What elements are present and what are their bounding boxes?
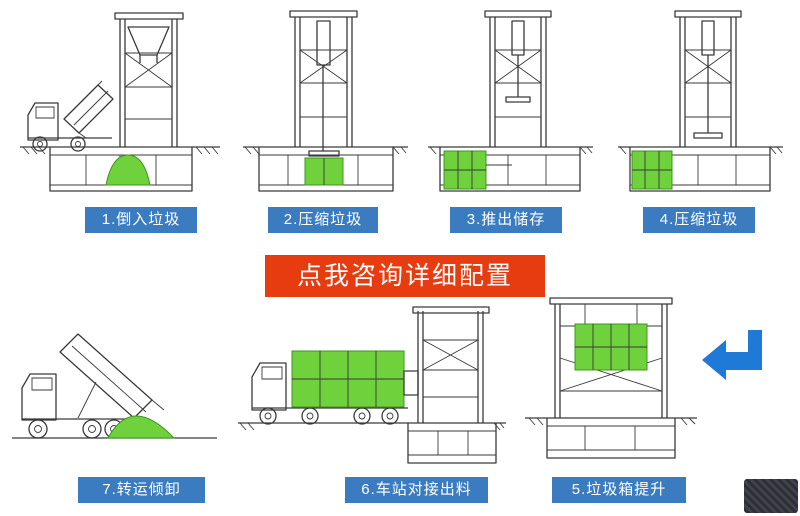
step-label-3: 3.推出储存	[450, 207, 562, 233]
watermark-logo	[744, 479, 798, 513]
step-3-illustration	[428, 5, 593, 205]
left-bent-arrow-icon	[702, 330, 762, 380]
flow-direction-arrow	[700, 326, 766, 384]
step-7-illustration	[12, 298, 217, 470]
step-label-1: 1.倒入垃圾	[85, 207, 197, 233]
step-5-illustration	[525, 296, 697, 470]
push-to-storage-icon	[428, 10, 593, 192]
consult-banner[interactable]: 点我咨询详细配置	[265, 255, 545, 297]
step-2-illustration	[243, 5, 408, 205]
step-label-6: 6.车站对接出料	[345, 477, 488, 503]
step-label-4: 4.压缩垃圾	[643, 207, 755, 233]
truck-dumping-into-station-icon	[20, 12, 220, 192]
second-compression-icon	[618, 10, 783, 192]
tipper-truck-dumping-icon	[12, 333, 217, 439]
truck-docking-station-icon	[238, 306, 506, 464]
step-4-illustration	[618, 5, 783, 205]
step-label-2: 2.压缩垃圾	[268, 207, 378, 233]
step-label-5: 5.垃圾箱提升	[552, 477, 686, 503]
compression-station-icon	[243, 10, 408, 192]
container-lifting-icon	[525, 297, 697, 459]
step-6-illustration	[238, 305, 506, 467]
step-1-illustration	[20, 5, 220, 205]
step-label-7: 7.转运倾卸	[78, 477, 205, 503]
